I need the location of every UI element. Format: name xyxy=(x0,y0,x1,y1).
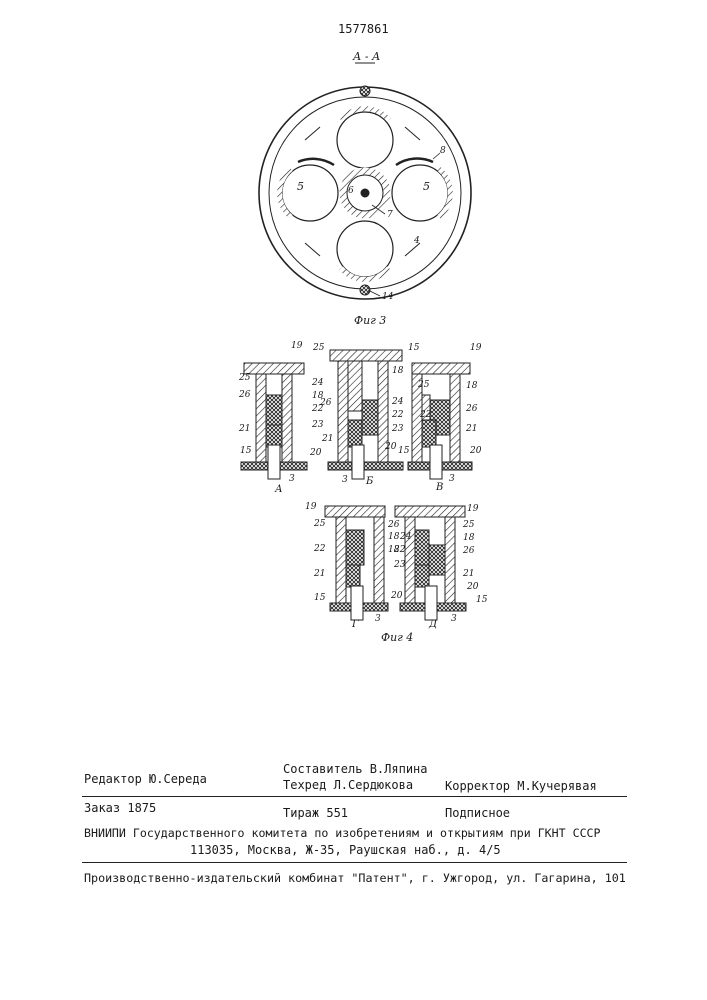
compiler: Составитель В.Ляпина xyxy=(283,762,428,776)
fig3-label-5-right: 5 xyxy=(423,180,430,193)
fig4b-label-3: 3 xyxy=(342,475,348,485)
publisher: Производственно-издательский комбинат "П… xyxy=(84,871,626,885)
arrow-tl xyxy=(305,127,320,140)
fig4b-letter: Б xyxy=(366,476,373,487)
fig4b-label-15a: 15 xyxy=(408,343,419,353)
fig4g-label-19: 19 xyxy=(305,502,316,512)
fig4a-label-15: 15 xyxy=(240,446,251,456)
shoe-left xyxy=(280,169,291,217)
fig4a-label-25: 25 xyxy=(239,373,250,383)
institute: ВНИИПИ Государственного комитета по изоб… xyxy=(84,826,601,840)
fig4b-label-21: 21 xyxy=(322,434,333,444)
fig4b-label-22: 22 xyxy=(392,410,403,420)
fig4d-label-15: 15 xyxy=(476,595,487,605)
fig4v-label-26: 26 xyxy=(466,404,477,414)
doc-number: 1577861 xyxy=(338,22,389,36)
fig4v-label-25: 25 xyxy=(418,380,429,390)
roller-left xyxy=(282,165,338,221)
fig4b-label-24: 24 xyxy=(392,397,403,407)
circulation: Тираж 551 xyxy=(283,806,348,820)
rule-1 xyxy=(82,796,627,797)
fig4a-label-20: 20 xyxy=(310,448,321,458)
central-axis xyxy=(361,189,369,197)
fig4-view-d xyxy=(395,506,466,620)
arrow-tr xyxy=(405,127,420,140)
fig4a-label-3: 3 xyxy=(289,474,295,484)
fig4d-label-26: 26 xyxy=(463,546,474,556)
fig4b-label-20: 20 xyxy=(385,442,396,452)
fig4v-label-22: 22 xyxy=(420,410,431,420)
fig4d-label-3: 3 xyxy=(451,614,457,624)
fig4d-label-20: 20 xyxy=(467,582,478,592)
fig4g-label-15: 15 xyxy=(314,593,325,603)
fig3-caption: Фиг 3 xyxy=(354,314,386,327)
fig4-view-a xyxy=(241,363,307,479)
fig3-label-6: 6 xyxy=(348,186,354,196)
fig3-label-7: 7 xyxy=(387,210,393,220)
shoe-right xyxy=(439,169,450,217)
fig4a-label-26: 26 xyxy=(239,390,250,400)
fig3-label-8: 8 xyxy=(440,146,446,156)
fig4d-label-21: 21 xyxy=(463,569,474,579)
fig3-label-14: 14 xyxy=(382,292,393,302)
fig4g-label-22: 22 xyxy=(314,544,325,554)
fig4b-label-23: 23 xyxy=(392,424,403,434)
shoe-bottom xyxy=(341,268,389,279)
fig4g-letter: Г xyxy=(352,619,359,630)
order: Заказ 1875 xyxy=(84,801,156,815)
rule-2 xyxy=(82,862,627,863)
arrow-bl xyxy=(305,243,320,256)
fig4v-label-3: 3 xyxy=(449,474,455,484)
fig4g-label-20: 20 xyxy=(391,591,402,601)
roller-top xyxy=(337,112,393,168)
fig3-drawing xyxy=(259,63,471,299)
fig4a-label-24: 24 xyxy=(312,378,323,388)
top-pin xyxy=(360,86,370,96)
subscription: Подписное xyxy=(445,806,510,820)
roller-bottom xyxy=(337,221,393,277)
fig4b-label-25: 25 xyxy=(313,343,324,353)
fig4g-label-21: 21 xyxy=(314,569,325,579)
fig4b-label-18: 18 xyxy=(392,366,403,376)
fig4d-label-25: 25 xyxy=(463,520,474,530)
fig4b-label-26: 26 xyxy=(320,398,331,408)
fig4b-label-15b: 15 xyxy=(398,446,409,456)
fig4-view-g xyxy=(325,506,388,620)
editor: Редактор Ю.Середа xyxy=(84,772,207,786)
fig4v-label-20: 20 xyxy=(470,446,481,456)
fig4v-label-21: 21 xyxy=(466,424,477,434)
fig4v-label-19: 19 xyxy=(470,343,481,353)
address: 113035, Москва, Ж-35, Раушская наб., д. … xyxy=(190,843,501,857)
arc-right-top xyxy=(396,159,433,165)
roller-right xyxy=(392,165,448,221)
fig4a-label-23: 23 xyxy=(312,420,323,430)
fig4a-label-19: 19 xyxy=(291,341,302,351)
fig4-caption: Фиг 4 xyxy=(381,631,413,644)
fig4g-label-25: 25 xyxy=(314,519,325,529)
fig4d-label-18: 18 xyxy=(463,533,474,543)
fig4d-label-22: 22 xyxy=(394,545,405,555)
fig4a-letter: А xyxy=(275,484,283,495)
arc-left-top xyxy=(298,159,334,165)
fig4v-label-18: 18 xyxy=(466,381,477,391)
fig4g-label-26: 26 xyxy=(388,520,399,530)
fig4d-label-24: 24 xyxy=(400,532,411,542)
section-label: А - А xyxy=(353,50,380,63)
fig4d-label-23: 23 xyxy=(394,560,405,570)
fig4d-letter: Д xyxy=(429,619,437,630)
techred: Техред Л.Сердюкова xyxy=(283,778,413,792)
fig4d-label-19: 19 xyxy=(467,504,478,514)
corrector: Корректор М.Кучерявая xyxy=(445,779,597,793)
fig3-label-5-left: 5 xyxy=(297,180,304,193)
fig3-label-4: 4 xyxy=(414,236,420,246)
fig4g-label-18a: 18 xyxy=(388,532,399,542)
fig4g-label-3: 3 xyxy=(375,614,381,624)
fig4v-letter: В xyxy=(436,482,443,493)
fig4a-label-21: 21 xyxy=(239,424,250,434)
